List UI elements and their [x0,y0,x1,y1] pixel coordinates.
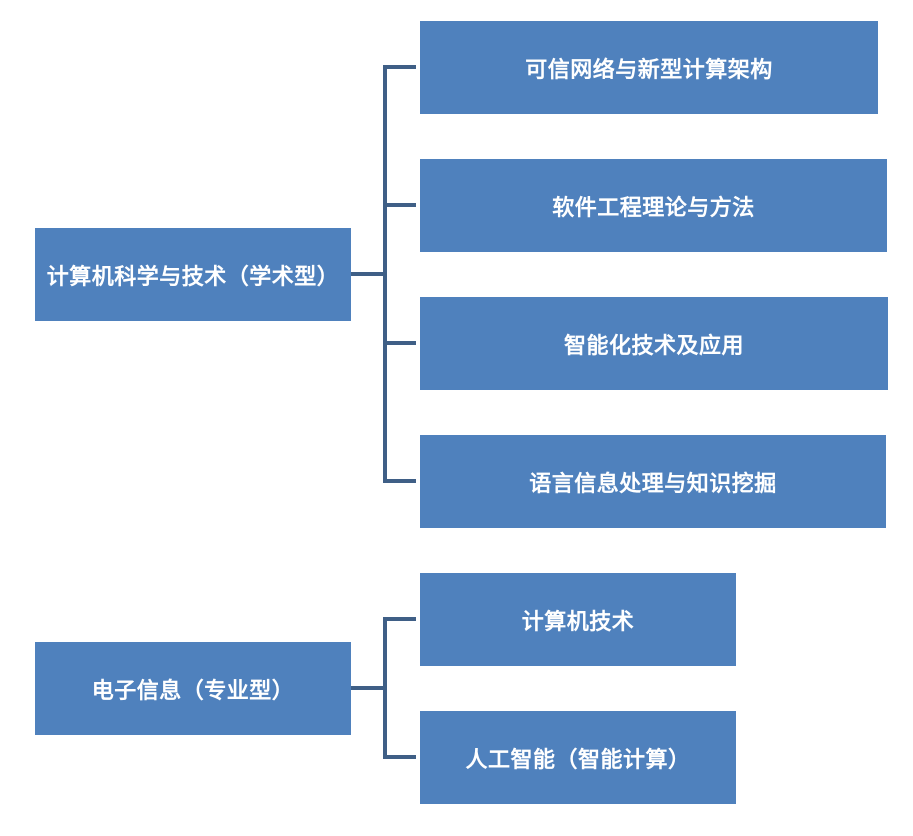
child-node-label: 软件工程理论与方法 [552,194,755,221]
root-node-professional-label: 电子信息（专业型） [91,677,295,704]
child-node-trusted-network: 可信网络与新型计算架构 [420,21,878,114]
child-node-software-engineering: 软件工程理论与方法 [420,159,887,252]
child-node-intelligent-technology: 智能化技术及应用 [420,297,888,390]
child-node-label: 人工智能（智能计算） [465,746,691,773]
child-node-label: 语言信息处理与知识挖掘 [529,470,777,497]
child-node-label: 智能化技术及应用 [563,332,744,359]
root-node-academic: 计算机科学与技术（学术型） [35,228,351,321]
child-node-artificial-intelligence: 人工智能（智能计算） [420,711,736,804]
child-node-label: 可信网络与新型计算架构 [525,56,773,83]
root-node-academic-label: 计算机科学与技术（学术型） [46,263,340,290]
child-node-computer-technology: 计算机技术 [420,573,736,666]
child-node-label: 计算机技术 [521,608,635,635]
child-node-language-processing: 语言信息处理与知识挖掘 [420,435,886,528]
root-node-professional: 电子信息（专业型） [35,642,351,735]
